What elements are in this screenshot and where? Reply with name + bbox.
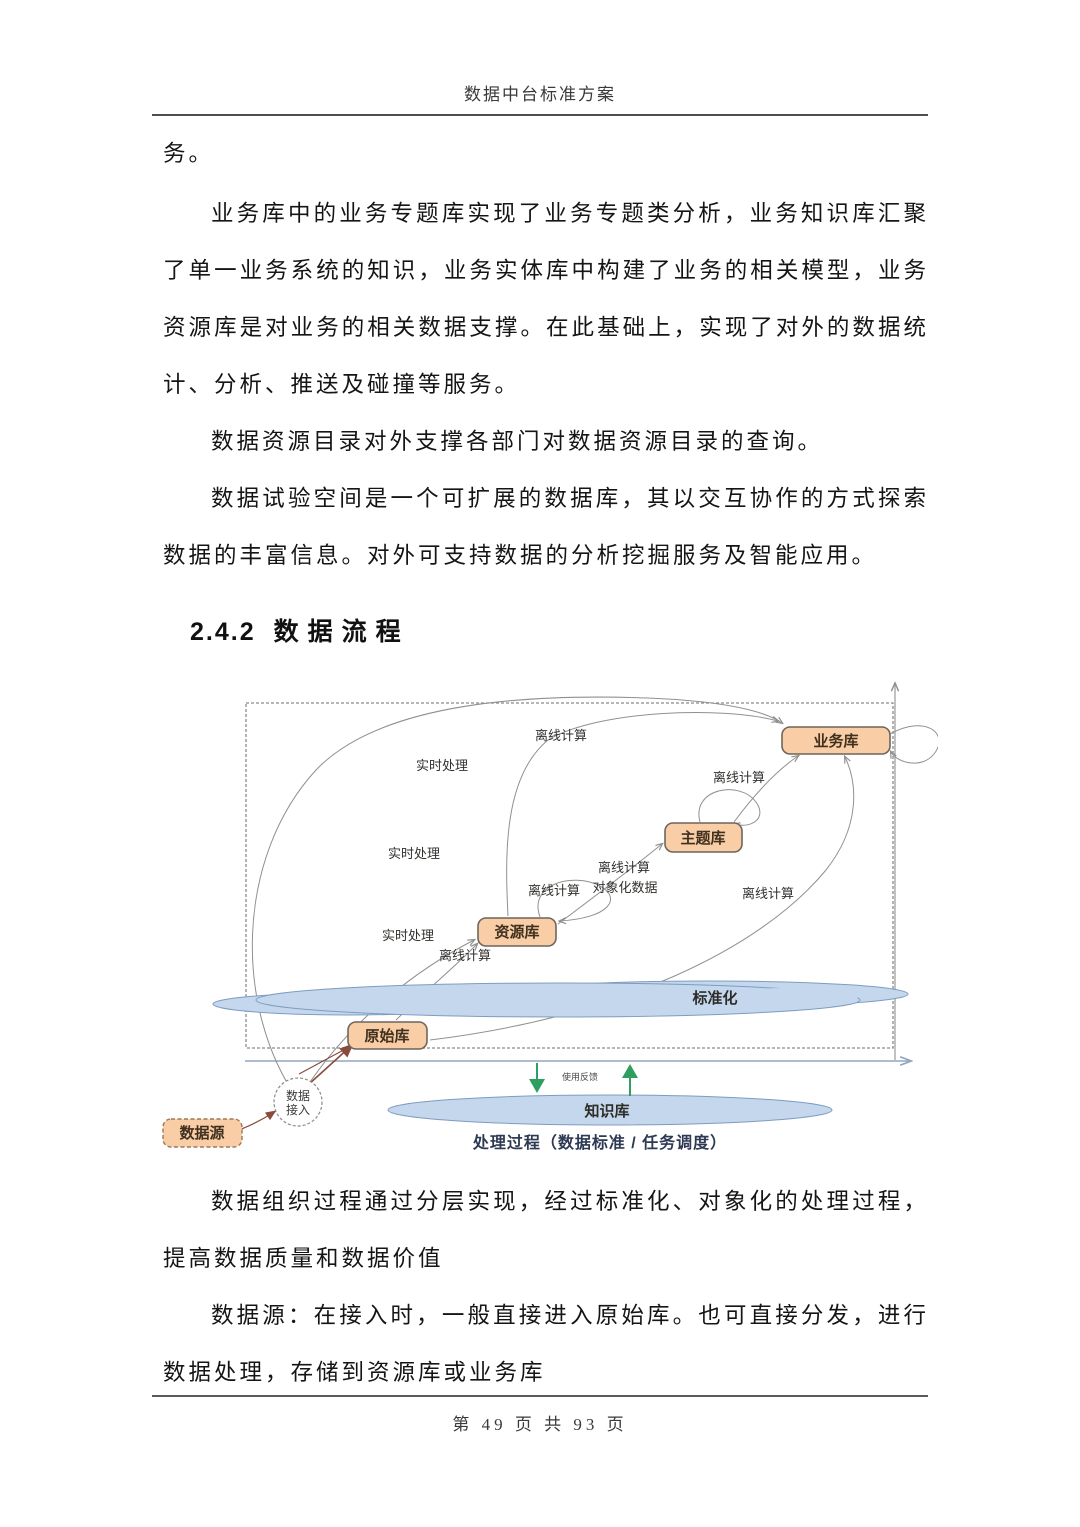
paragraph-data-lab: 数据试验空间是一个可扩展的数据库，其以交互协作的方式探索 数据的丰富信息。对外可… [163,470,929,584]
text-line: 数据试验空间是一个可扩展的数据库，其以交互协作的方式探索 [211,486,929,511]
text-line: 计、分析、推送及碰撞等服务。 [163,372,521,397]
edge-label-offline-obj-line1: 离线计算 [598,860,650,875]
node-data-source-label: 数据源 [179,1124,224,1142]
paragraph-data-organization: 数据组织过程通过分层实现，经过标准化、对象化的处理过程， 提高数据质量和数据价值 [163,1173,929,1287]
section-heading: 2.4.2 数据流程 [190,612,410,648]
text-line: 务。 [163,141,215,166]
edge-offline-resource-to-theme [557,844,662,925]
text-line: 了单一业务系统的知识，业务实体库中构建了业务的相关模型，业务 [163,258,929,283]
footer-rule [152,1395,928,1397]
loop-resource [537,879,612,921]
paragraph-continuation: 务。 [163,125,929,182]
knowledge-base-ellipse: 知识库 [387,1094,833,1126]
standardization-cloud: 标准化 [212,980,909,1018]
loop-theme [698,789,761,826]
diagram-caption: 处理过程（数据标准 / 任务调度） [472,1133,727,1152]
document-header-title: 数据中台标准方案 [464,85,616,104]
edge-label-offline-top: 离线计算 [535,728,587,743]
node-business-library: 业务库 [781,726,891,755]
header-rule [152,114,928,116]
node-data-ingest: 数据 接入 [273,1077,323,1127]
node-data-ingest-label-line1: 数据 [286,1088,310,1103]
text-line: 数据的丰富信息。对外可支持数据的分析挖掘服务及智能应用。 [163,543,878,568]
node-theme-library: 主题库 [664,822,743,853]
dashed-frame [245,702,894,1049]
node-theme-library-label: 主题库 [680,829,725,847]
loop-business [889,725,938,764]
edge-label-offline-res-loop: 离线计算 [528,883,580,898]
node-resource-library-label: 资源库 [494,923,539,941]
node-raw-library-label: 原始库 [364,1027,409,1045]
paragraph-resource-catalog: 数据资源目录对外支撑各部门对数据资源目录的查询。 [163,413,929,470]
edge-label-realtime-1: 实时处理 [416,758,468,773]
edge-ingest-to-raw [307,1046,351,1086]
text-line: 数据源：在接入时，一般直接进入原始库。也可直接分发，进行 [211,1303,929,1328]
page-number: 第 49 页 共 93 页 [452,1415,628,1434]
edge-offline-resource-to-business [506,712,778,917]
text-line: 数据处理，存储到资源库或业务库 [163,1360,546,1385]
edge-label-offline-raw-res: 离线计算 [439,948,491,963]
section-title: 数据流程 [273,618,410,646]
node-raw-library: 原始库 [347,1021,428,1050]
knowledge-base-label: 知识库 [584,1102,629,1120]
feedback-label: 使用反馈 [562,1071,598,1082]
edge-label-realtime-3: 实时处理 [382,928,434,943]
text-line: 提高数据质量和数据价值 [163,1246,444,1271]
paragraph-business-library: 业务库中的业务专题库实现了业务专题类分析，业务知识库汇聚 了单一业务系统的知识，… [163,185,929,413]
section-number: 2.4.2 [190,618,256,646]
text-line: 业务库中的业务专题库实现了业务专题类分析，业务知识库汇聚 [211,201,929,226]
node-data-ingest-label-line2: 接入 [286,1102,310,1117]
edge-label-offline-obj-line2: 对象化数据 [592,880,657,895]
text-line: 数据资源目录对外支撑各部门对数据资源目录的查询。 [211,429,824,454]
edge-offline-theme-to-business [733,756,798,823]
text-line: 数据组织过程通过分层实现，经过标准化、对象化的处理过程， [211,1189,929,1214]
edge-realtime-to-business [251,696,782,1101]
edge-label-offline-theme-biz: 离线计算 [713,770,765,785]
data-flow-diagram: 标准化 知识库 使用反馈 业务库 主题库 资源库 原始库 数 [162,672,938,1152]
node-data-source: 数据源 [162,1118,243,1148]
node-business-library-label: 业务库 [813,732,858,750]
paragraph-data-source: 数据源：在接入时，一般直接进入原始库。也可直接分发，进行 数据处理，存储到资源库… [163,1287,929,1401]
edge-label-offline-right: 离线计算 [742,886,794,901]
text-line: 资源库是对业务的相关数据支撑。在此基础上，实现了对外的数据统 [163,315,929,340]
edge-label-realtime-2: 实时处理 [388,846,440,861]
node-resource-library: 资源库 [477,917,557,947]
standardization-label: 标准化 [691,989,737,1007]
